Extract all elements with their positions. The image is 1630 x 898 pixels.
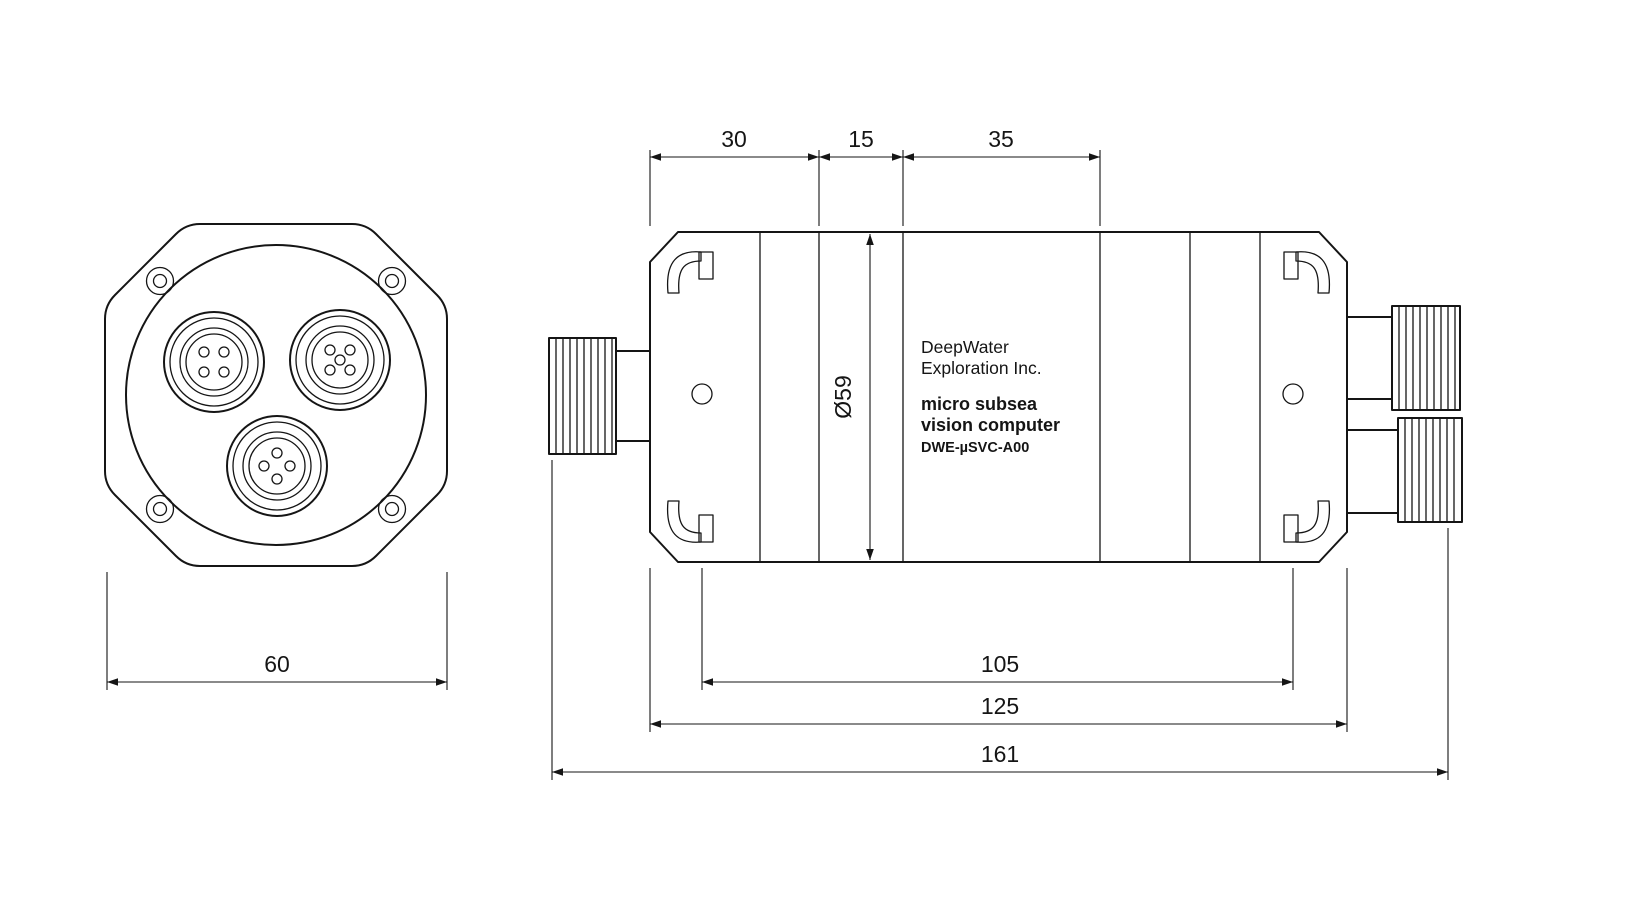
- dim-label-diameter: Ø59: [830, 375, 856, 418]
- dim-label-front-width: 60: [264, 651, 290, 677]
- thread-lines-right-lower: [1404, 417, 1455, 523]
- thread-lines-right-upper: [1398, 305, 1456, 411]
- connector-port-top-left: [163, 311, 265, 413]
- brand-line-2: Exploration Inc.: [921, 358, 1042, 378]
- extension-lines-60: [106, 572, 448, 690]
- mounting-hole-top-right: [377, 266, 407, 296]
- threaded-connector-left: [548, 337, 651, 455]
- connector-port-bottom: [226, 415, 328, 517]
- extension-lines-top: [649, 150, 1101, 226]
- model-number: DWE-µSVC-A00: [921, 440, 1029, 456]
- connector-port-top-right: [289, 309, 391, 411]
- threaded-connector-right-upper: [1346, 305, 1461, 411]
- clamp-latch-bottom-right: [1283, 500, 1331, 543]
- mounting-hole-top-left: [145, 266, 175, 296]
- product-name-line-2: vision computer: [921, 415, 1060, 435]
- extension-lines-125: [649, 568, 1348, 732]
- mounting-hole-bottom-right: [377, 494, 407, 524]
- dim-label-chain-1: 30: [721, 126, 747, 152]
- brand-line-1: DeepWater: [921, 337, 1009, 357]
- extension-lines-161: [551, 460, 1449, 780]
- front-body-circle: [125, 244, 427, 546]
- clamp-latch-bottom-left: [666, 500, 714, 543]
- front-view: [104, 223, 448, 567]
- housing-section-lines: [759, 231, 1261, 563]
- clamp-latch-top-right: [1283, 251, 1331, 294]
- extension-lines-105: [701, 568, 1294, 690]
- dim-label-body-length: 125: [981, 693, 1019, 719]
- dim-label-chain-2: 15: [848, 126, 874, 152]
- front-plate-outline: [104, 223, 448, 567]
- dim-label-chain-3: 35: [988, 126, 1014, 152]
- clamp-screw-left: [691, 383, 713, 405]
- dimensions: 30 15 35 Ø59 105 125 161 60: [106, 126, 1449, 780]
- threaded-connector-right-lower: [1346, 417, 1463, 523]
- clamp-screw-right: [1282, 383, 1304, 405]
- product-name-line-1: micro subsea: [921, 394, 1038, 414]
- dim-label-screw-spacing: 105: [981, 651, 1019, 677]
- clamp-latch-top-left: [666, 251, 714, 294]
- mounting-hole-bottom-left: [145, 494, 175, 524]
- product-label: DeepWater Exploration Inc. micro subsea …: [921, 337, 1060, 456]
- housing-outline: [649, 231, 1348, 563]
- thread-lines-left: [555, 337, 613, 455]
- side-view: DeepWater Exploration Inc. micro subsea …: [548, 231, 1463, 563]
- dim-label-overall-length: 161: [981, 741, 1019, 767]
